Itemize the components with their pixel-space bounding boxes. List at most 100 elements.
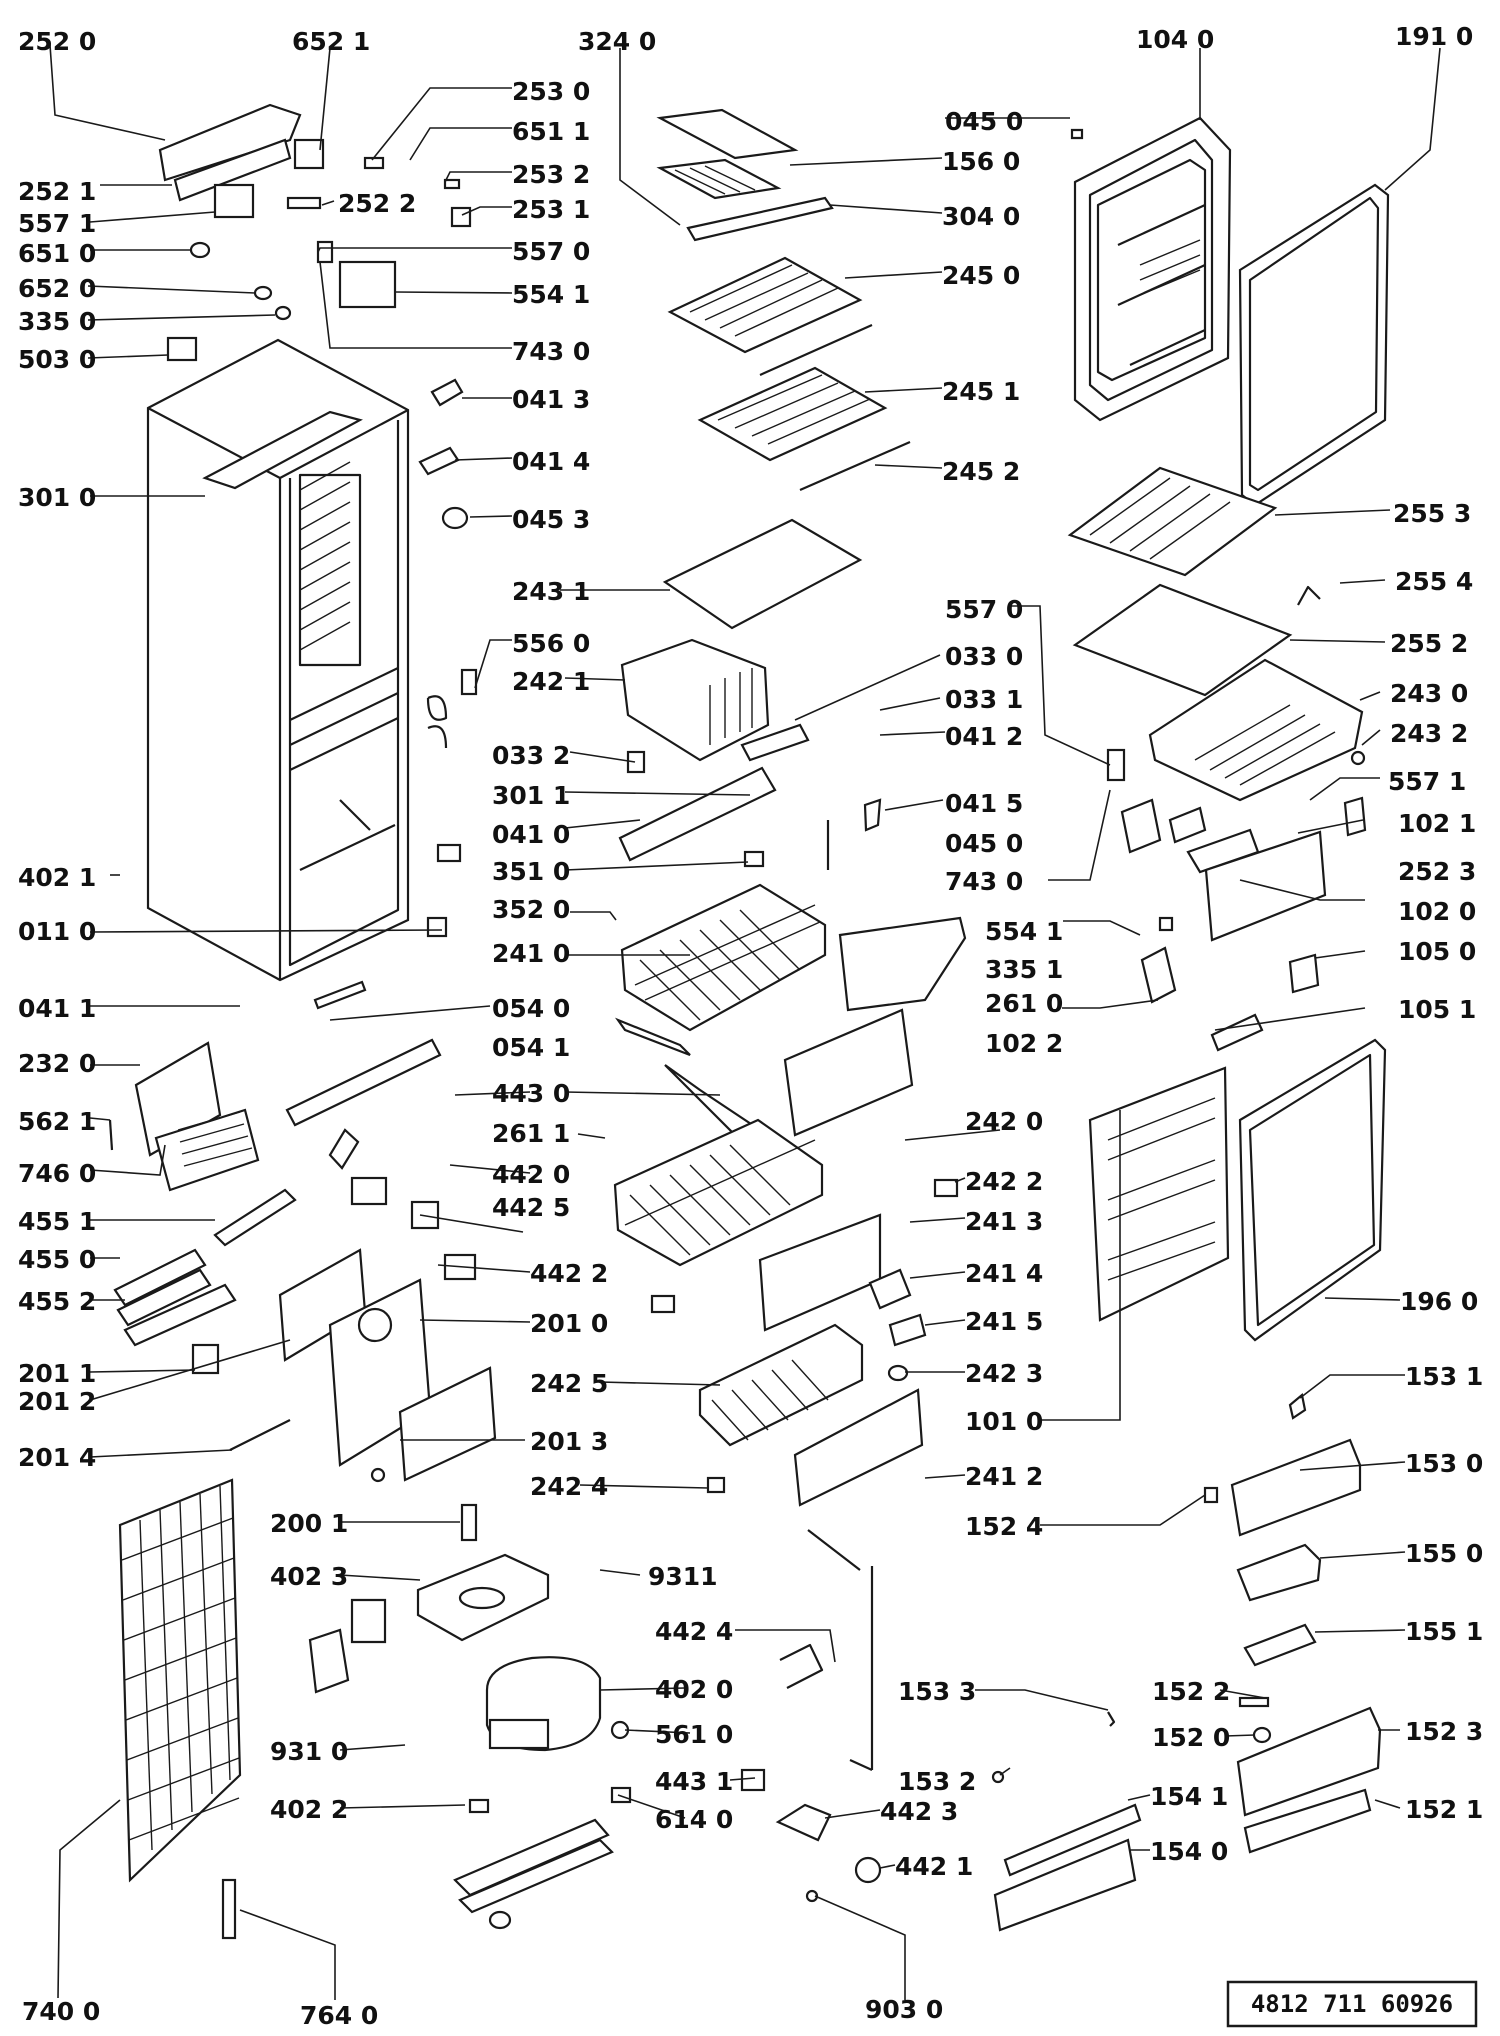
evaporator-components bbox=[108, 980, 497, 1483]
part-callout-label: 402 3 bbox=[270, 1562, 348, 1591]
freezer-door bbox=[1088, 1038, 1387, 1342]
part-callout-label: 442 2 bbox=[530, 1259, 608, 1288]
part-callout-label: 242 1 bbox=[512, 667, 590, 696]
part-callout-label: 252 0 bbox=[18, 27, 96, 56]
part-callout-label: 102 1 bbox=[1398, 809, 1476, 838]
part-callout-label: 241 5 bbox=[965, 1307, 1043, 1336]
part-callout-label: 442 1 bbox=[895, 1852, 973, 1881]
part-callout-label: 743 0 bbox=[945, 867, 1023, 896]
part-callout-label: 242 0 bbox=[965, 1107, 1043, 1136]
part-callout-label: 324 0 bbox=[578, 27, 656, 56]
part-callout-label: 245 1 bbox=[942, 377, 1020, 406]
compressor-assembly bbox=[308, 1503, 882, 1930]
part-callout-label: 102 0 bbox=[1398, 897, 1476, 926]
part-callout-label: 743 0 bbox=[512, 337, 590, 366]
part-callout-label: 201 4 bbox=[18, 1443, 96, 1472]
drawing-code-box: 4812 711 60926 bbox=[1226, 1980, 1478, 2028]
part-callout-label: 041 2 bbox=[945, 722, 1023, 751]
part-callout-label: 154 0 bbox=[1150, 1837, 1228, 1866]
part-callout-label: 746 0 bbox=[18, 1159, 96, 1188]
part-callout-label: 455 2 bbox=[18, 1287, 96, 1316]
part-callout-label: 243 1 bbox=[512, 577, 590, 606]
part-callout-label: 033 1 bbox=[945, 685, 1023, 714]
part-callout-label: 554 1 bbox=[985, 917, 1063, 946]
part-callout-label: 045 3 bbox=[512, 505, 590, 534]
part-callout-label: 041 5 bbox=[945, 789, 1023, 818]
part-callout-label: 402 1 bbox=[18, 863, 96, 892]
part-callout-label: 033 2 bbox=[492, 741, 570, 770]
part-callout-label: 245 2 bbox=[942, 457, 1020, 486]
part-callout-label: 054 0 bbox=[492, 994, 570, 1023]
part-callout-label: 153 1 bbox=[1405, 1362, 1483, 1391]
part-callout-label: 252 1 bbox=[18, 177, 96, 206]
part-callout-label: 304 0 bbox=[942, 202, 1020, 231]
part-callout-label: 102 2 bbox=[985, 1029, 1063, 1058]
part-callout-label: 301 1 bbox=[492, 781, 570, 810]
part-callout-label: 152 3 bbox=[1405, 1717, 1483, 1746]
part-callout-label: 245 0 bbox=[942, 261, 1020, 290]
part-callout-label: 242 5 bbox=[530, 1369, 608, 1398]
part-callout-label: 352 0 bbox=[492, 895, 570, 924]
part-callout-label: 253 0 bbox=[512, 77, 590, 106]
part-callout-label: 503 0 bbox=[18, 345, 96, 374]
part-callout-label: 335 0 bbox=[18, 307, 96, 336]
part-callout-label: 301 0 bbox=[18, 483, 96, 512]
part-callout-label: 443 0 bbox=[492, 1079, 570, 1108]
part-callout-label: 455 0 bbox=[18, 1245, 96, 1274]
part-callout-label: 154 1 bbox=[1150, 1782, 1228, 1811]
part-callout-label: 196 0 bbox=[1400, 1287, 1478, 1316]
part-callout-label: 101 0 bbox=[965, 1407, 1043, 1436]
freezer-trays bbox=[1067, 466, 1367, 1052]
fridge-shelves bbox=[620, 108, 911, 762]
control-panel-parts bbox=[158, 103, 472, 362]
door-bins bbox=[991, 1392, 1382, 1932]
part-callout-label: 740 0 bbox=[22, 1997, 100, 2026]
part-callout-label: 200 1 bbox=[270, 1509, 348, 1538]
part-callout-label: 556 0 bbox=[512, 629, 590, 658]
part-callout-label: 153 0 bbox=[1405, 1449, 1483, 1478]
part-callout-label: 241 4 bbox=[965, 1259, 1043, 1288]
part-callout-label: 442 5 bbox=[492, 1193, 570, 1222]
part-callout-label: 242 2 bbox=[965, 1167, 1043, 1196]
part-callout-label: 9311 bbox=[648, 1562, 718, 1591]
condenser-coil bbox=[118, 1478, 242, 1940]
part-callout-label: 561 0 bbox=[655, 1720, 733, 1749]
part-callout-label: 033 0 bbox=[945, 642, 1023, 671]
part-callout-label: 557 0 bbox=[945, 595, 1023, 624]
part-callout-label: 652 0 bbox=[18, 274, 96, 303]
part-callout-label: 557 1 bbox=[18, 209, 96, 238]
part-callout-label: 242 3 bbox=[965, 1359, 1043, 1388]
part-callout-label: 045 0 bbox=[945, 829, 1023, 858]
part-callout-label: 255 3 bbox=[1393, 499, 1471, 528]
part-callout-label: 104 0 bbox=[1136, 25, 1214, 54]
part-callout-label: 152 2 bbox=[1152, 1677, 1230, 1706]
part-callout-label: 931 0 bbox=[270, 1737, 348, 1766]
part-callout-label: 201 3 bbox=[530, 1427, 608, 1456]
drawing-code: 4812 711 60926 bbox=[1251, 1990, 1453, 2018]
part-callout-label: 562 1 bbox=[18, 1107, 96, 1136]
part-callout-label: 554 1 bbox=[512, 280, 590, 309]
part-callout-label: 255 4 bbox=[1395, 567, 1473, 596]
fridge-door bbox=[1070, 116, 1390, 507]
part-callout-label: 614 0 bbox=[655, 1805, 733, 1834]
part-callout-label: 152 1 bbox=[1405, 1795, 1483, 1824]
part-callout-label: 442 0 bbox=[492, 1160, 570, 1189]
part-callout-label: 105 0 bbox=[1398, 937, 1476, 966]
part-callout-label: 402 2 bbox=[270, 1795, 348, 1824]
part-callout-label: 351 0 bbox=[492, 857, 570, 886]
part-callout-label: 156 0 bbox=[942, 147, 1020, 176]
part-callout-label: 201 0 bbox=[530, 1309, 608, 1338]
part-callout-label: 041 0 bbox=[492, 820, 570, 849]
part-callout-label: 041 4 bbox=[512, 447, 590, 476]
small-clips bbox=[418, 378, 478, 938]
part-callout-label: 152 0 bbox=[1152, 1723, 1230, 1752]
part-callout-label: 651 0 bbox=[18, 239, 96, 268]
part-callout-label: 054 1 bbox=[492, 1033, 570, 1062]
part-callout-label: 261 1 bbox=[492, 1119, 570, 1148]
part-callout-label: 153 2 bbox=[898, 1767, 976, 1796]
part-callout-label: 201 1 bbox=[18, 1359, 96, 1388]
part-callout-label: 045 0 bbox=[945, 107, 1023, 136]
part-callout-label: 232 0 bbox=[18, 1049, 96, 1078]
part-callout-label: 455 1 bbox=[18, 1207, 96, 1236]
part-callout-label: 652 1 bbox=[292, 27, 370, 56]
